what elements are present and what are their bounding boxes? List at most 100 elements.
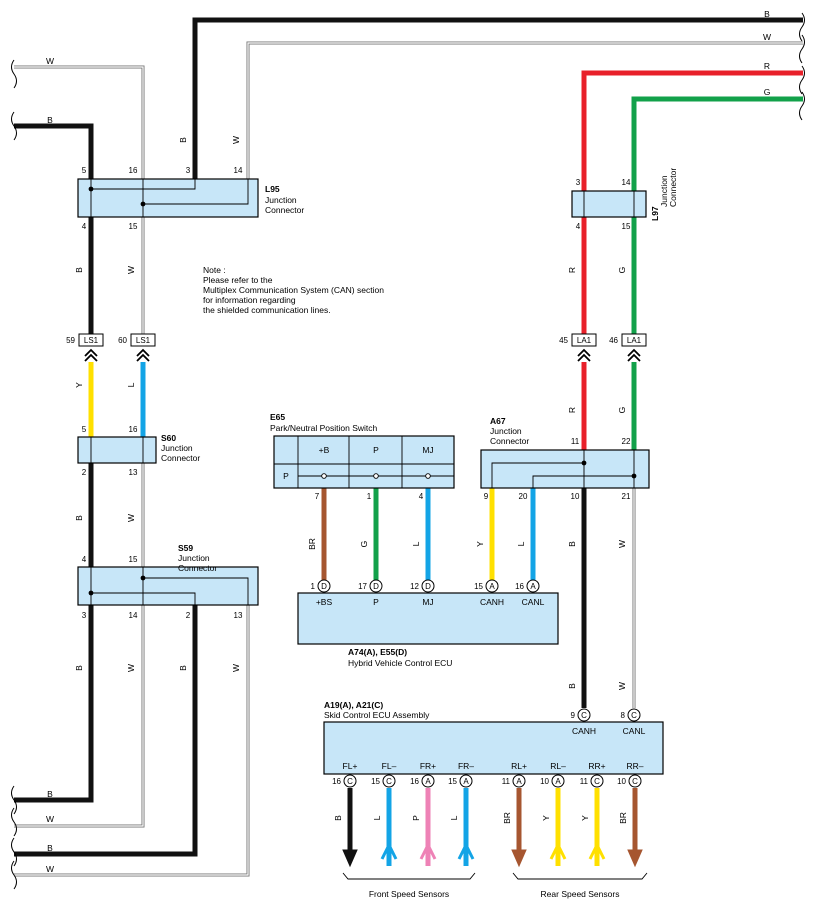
- wire-top-g: [631, 96, 803, 191]
- wire-tag-s-fl-minus: L: [372, 815, 382, 820]
- wire-tag-skid-w: W: [617, 682, 627, 690]
- skid-ecu-pin-rr-minus: RR– C 10: [617, 761, 644, 788]
- wire-tag-s-rl-plus: BR: [502, 812, 512, 824]
- la1-label-a: LA1: [577, 336, 592, 345]
- wire-tag-la1-g: G: [617, 407, 627, 414]
- skid-ecu-pin-sub: C: [386, 777, 392, 786]
- a67-pin-22: 22: [622, 437, 631, 446]
- skid-ecu-pin-fr-plus: FR+A16: [410, 761, 436, 788]
- note-line-5: the shielded communication lines.: [203, 305, 331, 315]
- note-line-4: for information regarding: [203, 295, 296, 305]
- e65-col-mj: MJ: [422, 445, 433, 455]
- wire-tag-top-b: B: [764, 9, 770, 19]
- hv-ecu-pin-sub: D: [321, 582, 327, 591]
- hv-ecu-pin-num: 15: [474, 582, 483, 591]
- la1-pin-45: 45: [559, 336, 568, 345]
- e65-pin-4: 4: [419, 492, 424, 501]
- s59-pin-4: 4: [82, 555, 87, 564]
- skid-ecu-pin-sub: C: [581, 711, 587, 720]
- s60-pin-16: 16: [129, 425, 138, 434]
- e65-col-p: P: [373, 445, 379, 455]
- wire-tag-skid-b: B: [567, 683, 577, 689]
- skid-ecu-pin-sub: A: [516, 777, 522, 786]
- s59-pin-2: 2: [186, 611, 191, 620]
- sensor-wire-fl-plus: [342, 788, 358, 868]
- e65-col-b: +B: [319, 445, 330, 455]
- skid-ecu-desc: Skid Control ECU Assembly: [324, 710, 430, 720]
- skid-ecu-pin-label: RR–: [626, 761, 643, 771]
- hv-ecu-pin-label: CANL: [522, 597, 545, 607]
- skid-ecu-pin-rl-plus: RL+A11: [502, 761, 527, 788]
- skid-ecu-pin-sub: A: [463, 777, 469, 786]
- junction-connector-a67: A67 Junction Connector 11 22 9 20 10 21: [480, 416, 650, 501]
- rear-speed-sensors-group: Rear Speed Sensors: [512, 872, 648, 899]
- skid-ecu-pin-sub: C: [632, 777, 638, 786]
- ls1-pin-59: 59: [66, 336, 75, 345]
- skid-ecu-pin-num: 11: [580, 777, 589, 786]
- skid-ecu-pin-num: 16: [410, 777, 419, 786]
- wire-tag-s-fr-plus: P: [411, 815, 421, 821]
- hv-ecu-pin-label: +BS: [316, 597, 333, 607]
- wire-tag-s59-w14: W: [126, 664, 136, 672]
- l97-pin-14: 14: [622, 178, 631, 187]
- wire-break-marks-right: [799, 12, 805, 121]
- hv-ecu-pin-num: 16: [515, 582, 524, 591]
- skid-ecu-pin-label: RL–: [550, 761, 566, 771]
- s59-pin-3: 3: [82, 611, 87, 620]
- wire-tag-s-fl-plus: B: [333, 815, 343, 821]
- junction-connector-l95: 5 16 3 14 4 15 L95 Junction Connector: [77, 166, 304, 231]
- s60-pin-13: 13: [129, 468, 138, 477]
- wire-bot-w2: [14, 605, 250, 877]
- s59-id: S59: [178, 543, 193, 553]
- l97-pin-15: 15: [622, 222, 631, 231]
- l95-pin-16: 16: [129, 166, 138, 175]
- skid-ecu-pin-label: FL+: [343, 761, 358, 771]
- l95-pin-3: 3: [186, 166, 191, 175]
- wire-tag-top-w: W: [763, 32, 771, 42]
- e65-pin-7: 7: [315, 492, 320, 501]
- hv-ecu-pin-sub: A: [489, 582, 495, 591]
- a67-pin-20: 20: [519, 492, 528, 501]
- sensor-wire-rl-plus: [511, 788, 527, 868]
- wire-tag-a67-y: Y: [475, 541, 485, 547]
- sensor-wire-rl-minus: [549, 788, 567, 866]
- wire-tag-e65-l: L: [411, 541, 421, 546]
- hybrid-vehicle-control-ecu: A74(A), E55(D) Hybrid Vehicle Control EC…: [297, 579, 559, 668]
- s59-pin-15: 15: [129, 555, 138, 564]
- note-line-2: Please refer to the: [203, 275, 273, 285]
- skid-ecu-pin-sub: C: [594, 777, 600, 786]
- a67-pin-21: 21: [622, 492, 631, 501]
- wire-tag-w-s60-s59: W: [126, 514, 136, 522]
- l95-id: L95: [265, 184, 280, 194]
- skid-ecu-pin-num: 10: [617, 777, 626, 786]
- wire-tag-left-w: W: [46, 56, 54, 66]
- l97-id: L97: [650, 206, 660, 221]
- skid-ecu-pin-num: 9: [571, 711, 576, 720]
- skid-ecu-pin-sub: A: [425, 777, 431, 786]
- l95-pin-4: 4: [82, 222, 87, 231]
- skid-ecu-pin-sub: C: [631, 711, 637, 720]
- wire-top-b: [192, 17, 803, 179]
- inline-connector-ls1: LS1 LS1 59 60: [66, 333, 156, 362]
- skid-ecu-pin-label: RL+: [511, 761, 527, 771]
- wire-tag-l95-b: B: [178, 137, 188, 143]
- e65-row-p: P: [283, 471, 289, 481]
- sensor-wire-fr-minus: [457, 788, 475, 866]
- hv-ecu-pin-label: P: [373, 597, 379, 607]
- skid-ecu-pin-rr-plus: RR+C11: [580, 761, 606, 788]
- wire-tag-bot-w1: W: [46, 814, 54, 824]
- skid-ecu-pin-num: 16: [332, 777, 341, 786]
- s59-pin-13: 13: [234, 611, 243, 620]
- wire-bot-b1: [14, 605, 94, 803]
- l97-pin-4: 4: [576, 222, 581, 231]
- sensor-wire-fr-plus: [419, 788, 437, 866]
- l95-desc-1: Junction: [265, 195, 297, 205]
- a67-pin-11: 11: [571, 437, 580, 446]
- a67-id: A67: [490, 416, 506, 426]
- skid-ecu-pin-num: 15: [448, 777, 457, 786]
- ls1-label-a: LS1: [84, 336, 99, 345]
- front-speed-sensors-label: Front Speed Sensors: [369, 889, 449, 899]
- e65-id: E65: [270, 412, 285, 422]
- wire-tag-b-l95-s60: B: [74, 267, 84, 273]
